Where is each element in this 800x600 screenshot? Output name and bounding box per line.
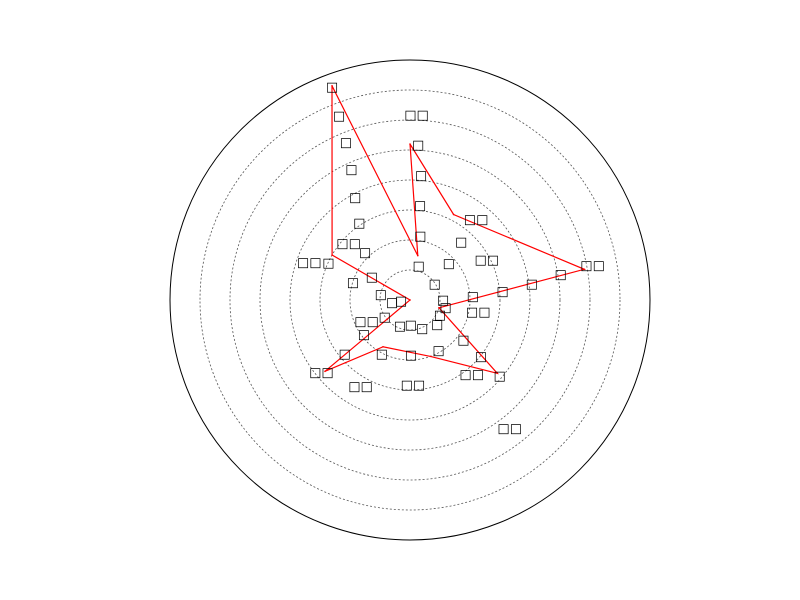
grid-ring-6 <box>229 119 591 481</box>
label-text: □ <box>555 267 567 282</box>
label-text: □ <box>434 308 446 323</box>
data-point <box>438 306 440 309</box>
label-text: □ <box>378 310 390 325</box>
label-text: □ <box>415 169 427 184</box>
label-text: □ <box>467 290 479 305</box>
label-text: □ <box>386 295 398 310</box>
label-text: □ <box>412 138 424 153</box>
label-text: □ <box>405 318 417 333</box>
label-text: □□ <box>459 368 484 383</box>
label-text: □ <box>347 276 359 291</box>
label-text: □ <box>322 256 334 271</box>
grid-ring-5 <box>259 149 561 451</box>
label-text: □ <box>353 216 365 231</box>
label-text: □ <box>345 162 357 177</box>
label-text: □ <box>375 287 387 302</box>
label-text: □ <box>416 321 428 336</box>
label-text: □□ <box>475 253 500 268</box>
radar-series <box>324 84 587 375</box>
label-text: □ <box>414 199 426 214</box>
label-text: □□ <box>354 314 379 329</box>
grid-ring-3 <box>319 209 501 391</box>
data-point <box>409 299 411 301</box>
label-text: □ <box>443 257 455 272</box>
label-text: □ <box>428 277 440 292</box>
data-point <box>583 268 586 271</box>
label-text: □ <box>493 369 505 384</box>
label-text: □ <box>496 284 508 299</box>
grid-ring-4 <box>289 179 531 421</box>
label-text: □ <box>437 293 449 308</box>
data-point <box>331 254 333 256</box>
label-text: □ <box>413 259 425 274</box>
label-text: □ <box>405 348 417 363</box>
radar-grid <box>169 59 651 541</box>
label-text: □ <box>526 277 538 292</box>
label-text: □ <box>358 328 370 343</box>
data-point <box>452 213 455 216</box>
label-text: □ <box>439 300 451 315</box>
label-text: □ <box>333 109 345 124</box>
label-text: □ <box>432 343 444 358</box>
label-text: □ <box>457 333 469 348</box>
data-point <box>496 372 499 375</box>
data-point <box>331 84 333 87</box>
label-text: □ <box>394 319 406 334</box>
label-text: □ <box>455 235 467 250</box>
label-text: □ <box>376 347 388 362</box>
label-text: □□ <box>297 255 322 270</box>
grid-ring-1 <box>379 269 441 331</box>
label-text: □□ <box>309 366 334 381</box>
radar-labels: □□□□□□□□□□□□□□□□□□□□□□□□□□□□□□□□□□□□□□□□… <box>297 80 605 437</box>
label-text: □□ <box>348 380 373 395</box>
label-text: □□ <box>497 422 522 437</box>
grid-ring-7 <box>199 89 621 511</box>
data-point <box>409 143 411 145</box>
label-text: □ <box>339 347 351 362</box>
label-text: □ <box>395 294 407 309</box>
label-text: □ <box>340 136 352 151</box>
label-text: □ <box>326 80 338 95</box>
label-text: □□ <box>404 108 429 123</box>
label-text: □□ <box>580 259 605 274</box>
label-text: □ <box>431 318 443 333</box>
label-text: □ <box>366 270 378 285</box>
data-point <box>417 254 419 257</box>
label-text: □□ <box>464 212 489 227</box>
label-text: □□ <box>401 378 426 393</box>
data-point <box>429 355 432 358</box>
label-text: □ <box>359 246 371 261</box>
data-point <box>382 345 384 348</box>
outer-ring <box>169 59 651 541</box>
label-text: □□ <box>336 237 361 252</box>
label-text: □□ <box>466 305 491 320</box>
data-point <box>324 370 326 373</box>
label-text: □ <box>414 229 426 244</box>
label-text: □ <box>349 191 361 206</box>
label-text: □ <box>475 349 487 364</box>
